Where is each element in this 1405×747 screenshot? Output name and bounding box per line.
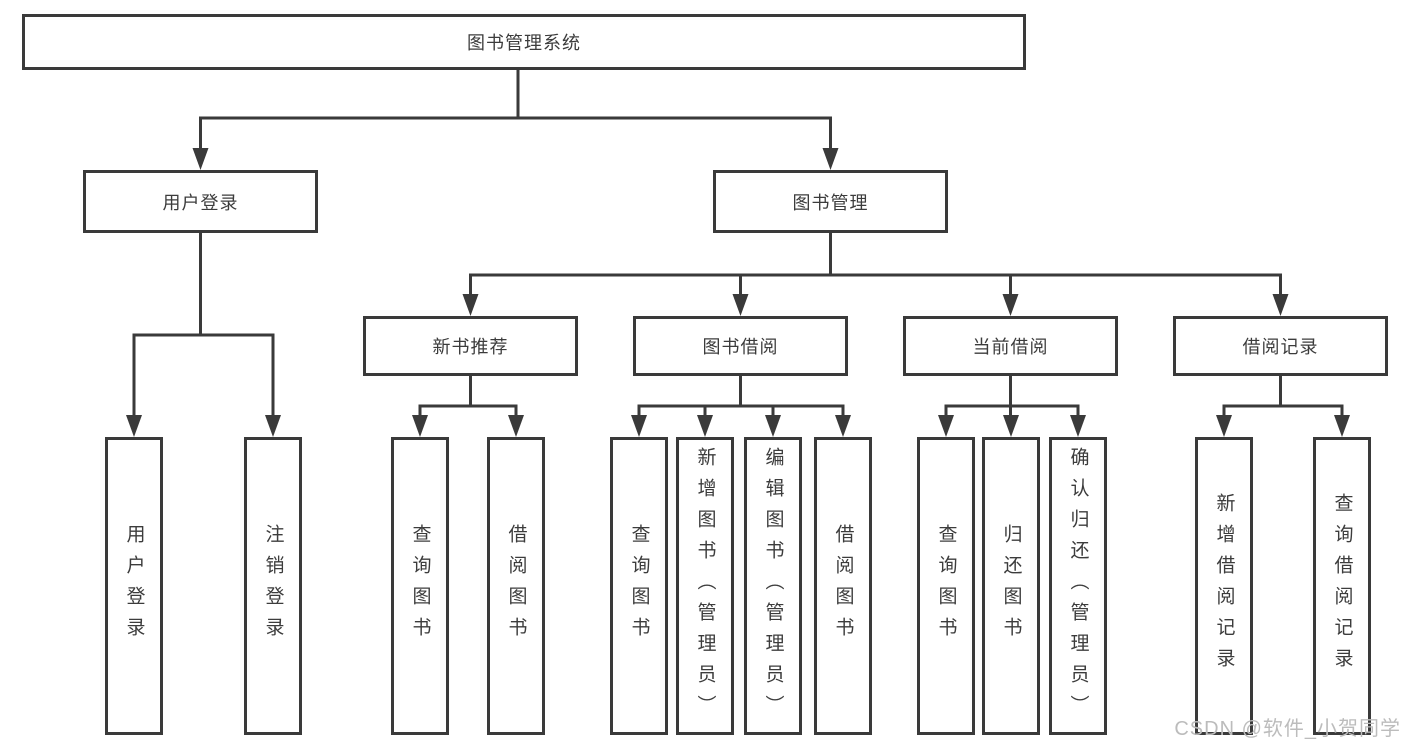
arrowhead-icons (126, 148, 1350, 437)
leaf-add-borrow-record: 新增借阅记录 (1195, 437, 1253, 735)
node-book-management: 图书管理 (713, 170, 948, 233)
leaf-confirm-return-admin-label: 确认归还（管理员） (1067, 446, 1089, 726)
leaf-query-books-borrowing-label: 查询图书 (628, 524, 650, 648)
leaf-query-borrow-record-label: 查询借阅记录 (1331, 493, 1353, 679)
leaf-logout: 注销登录 (244, 437, 302, 735)
node-current-borrowing: 当前借阅 (903, 316, 1118, 376)
leaf-borrow-books-recommend-label: 借阅图书 (505, 524, 527, 648)
node-new-book-recommend-label: 新书推荐 (432, 337, 509, 357)
node-book-borrowing-label: 图书借阅 (702, 337, 779, 357)
leaf-query-books-recommend: 查询图书 (391, 437, 449, 735)
leaf-query-books-current-label: 查询图书 (935, 524, 957, 648)
node-borrowing-records-label: 借阅记录 (1242, 337, 1319, 357)
node-library-system-label: 图书管理系统 (467, 33, 581, 53)
leaf-query-books-current: 查询图书 (917, 437, 975, 735)
leaf-query-borrow-record: 查询借阅记录 (1313, 437, 1371, 735)
leaf-borrow-books-recommend: 借阅图书 (487, 437, 545, 735)
leaf-confirm-return-admin: 确认归还（管理员） (1049, 437, 1107, 735)
node-borrowing-records: 借阅记录 (1173, 316, 1388, 376)
leaf-add-books-admin: 新增图书（管理员） (676, 437, 734, 735)
watermark: CSDN @软件_小贺同学 (1174, 718, 1401, 740)
leaf-return-books: 归还图书 (982, 437, 1040, 735)
leaf-add-books-admin-label: 新增图书（管理员） (694, 446, 716, 726)
leaf-query-books-borrowing: 查询图书 (610, 437, 668, 735)
leaf-borrow-books: 借阅图书 (814, 437, 872, 735)
leaf-query-books-recommend-label: 查询图书 (409, 524, 431, 648)
node-book-management-label: 图书管理 (792, 192, 869, 213)
node-book-borrowing: 图书借阅 (633, 316, 848, 376)
node-user-login-label: 用户登录 (162, 192, 239, 213)
leaf-user-login-label: 用户登录 (123, 524, 145, 648)
leaf-edit-books-admin-label: 编辑图书（管理员） (762, 446, 784, 726)
node-user-login: 用户登录 (83, 170, 318, 233)
node-library-system: 图书管理系统 (22, 14, 1026, 70)
leaf-add-borrow-record-label: 新增借阅记录 (1213, 493, 1235, 679)
leaf-logout-label: 注销登录 (262, 524, 284, 648)
leaf-borrow-books-label: 借阅图书 (832, 524, 854, 648)
leaf-user-login: 用户登录 (105, 437, 163, 735)
node-current-borrowing-label: 当前借阅 (972, 337, 1049, 357)
leaf-edit-books-admin: 编辑图书（管理员） (744, 437, 802, 735)
node-new-book-recommend: 新书推荐 (363, 316, 578, 376)
leaf-return-books-label: 归还图书 (1000, 524, 1022, 648)
